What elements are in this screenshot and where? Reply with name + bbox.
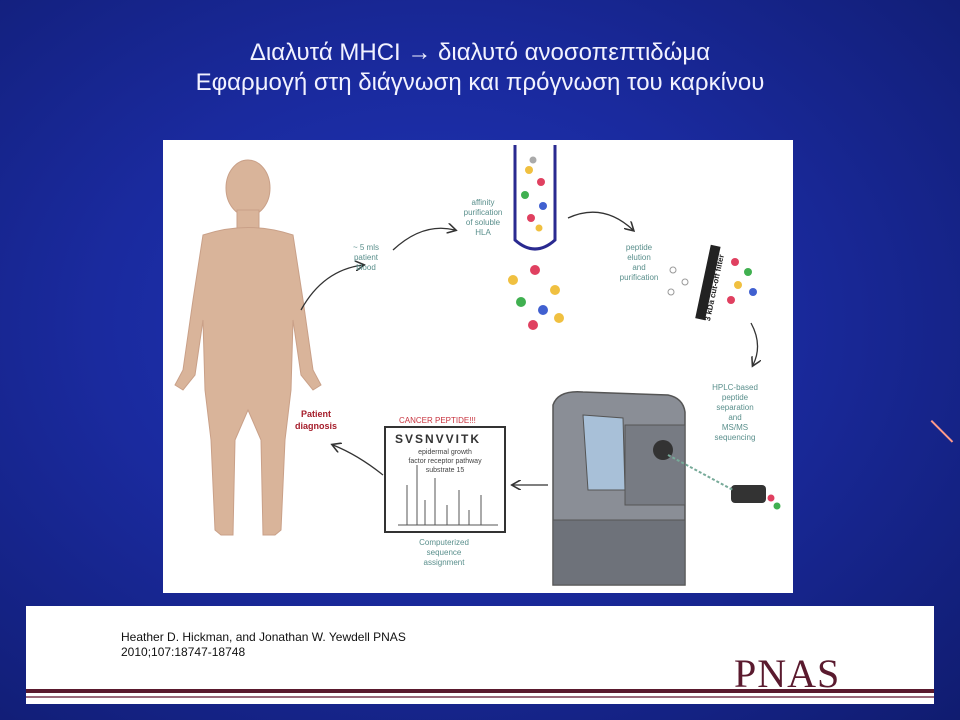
affinity-column [513, 145, 557, 251]
human-silhouette [174, 159, 322, 536]
peptide-description: epidermal growth factor receptor pathway… [408, 449, 482, 474]
slide-title: Διαλυτά MHCI → διαλυτό ανοσοπεπτιδώμα Εφ… [0, 38, 960, 98]
footer-rule-thin [26, 696, 934, 698]
hplc-label: HPLC-based peptide separation and MS/MS … [712, 383, 758, 442]
cancer-peptide-label: CANCER PEPTIDE!!! [399, 416, 476, 425]
footer-rule [26, 689, 934, 693]
hla-complexes [508, 265, 564, 330]
spectrum-panel [384, 426, 506, 533]
pnas-logo: PNAS [734, 651, 841, 696]
diagram-figure: ~ 5 mls patient blood affinity purificat… [163, 140, 793, 593]
mass-spectrometer [552, 391, 781, 586]
title-line-1: Διαλυτά MHCI → διαλυτό ανοσοπεπτιδώμα [249, 39, 711, 66]
cutoff-filter [667, 244, 757, 321]
elution-label: peptide elution and purification [619, 243, 659, 282]
blood-label: ~ 5 mls patient blood [352, 243, 379, 272]
process-arrows [300, 211, 758, 485]
peptide-sequence: SVSNVVITK [395, 432, 482, 446]
citation-text: Heather D. Hickman, and Jonathan W. Yewd… [121, 630, 406, 659]
diagnosis-label: Patient diagnosis [294, 409, 337, 431]
computerized-label: Computerized sequence assignment [419, 538, 469, 567]
diagram-graphics [174, 145, 781, 586]
title-line-2: Εφαρμογή στη διάγνωση και πρόγνωση του κ… [195, 69, 765, 96]
affinity-label: affinity purification of soluble HLA [463, 198, 503, 237]
citation-footer: Heather D. Hickman, and Jonathan W. Yewd… [26, 606, 934, 704]
